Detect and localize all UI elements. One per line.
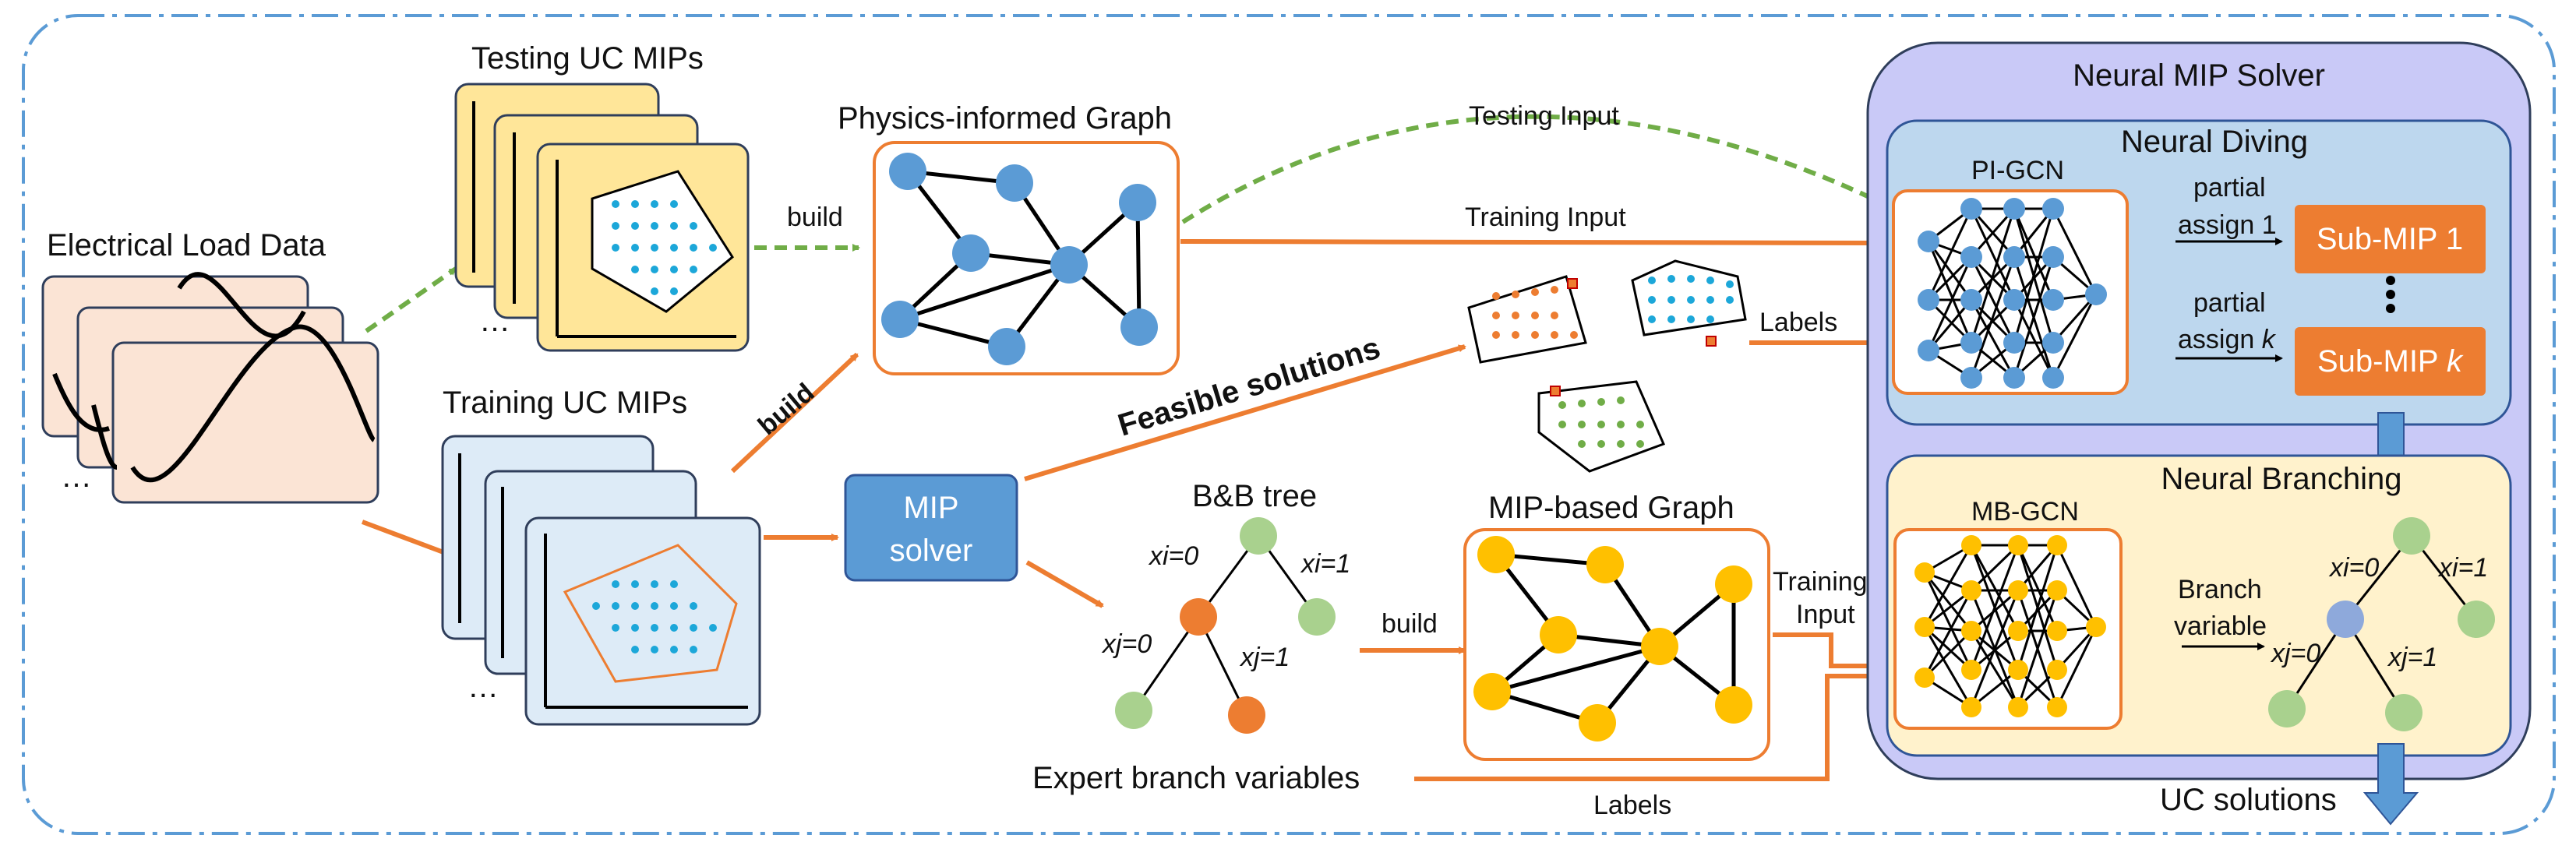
branch-tree-xj0: xj=0: [2270, 639, 2320, 668]
pigcn-network: [1918, 198, 2107, 389]
neural-branching-title: Neural Branching: [2161, 462, 2401, 496]
partial-label-k: partial: [2193, 288, 2266, 318]
edge-build-label: build: [787, 203, 843, 232]
pigcn-label: PI-GCN: [1971, 156, 2064, 185]
mip-solver-box: MIP solver: [844, 474, 1018, 582]
edge-build-rotated-label: build: [753, 378, 820, 441]
down-arrow-uc-solutions: [2363, 743, 2419, 826]
arrow-feasible-solutions: [1024, 344, 1466, 481]
tree-label-xj1: xj=1: [1239, 643, 1290, 672]
arrow-testing-input: [1181, 114, 1886, 224]
mbgcn-network: [1914, 535, 2106, 717]
training-uc-label: Training UC MIPs: [443, 386, 687, 420]
electrical-load-stack: [41, 272, 379, 504]
mip-solver-line1: MIP: [903, 491, 958, 525]
branch-tree-xi0: xi=0: [2328, 553, 2379, 583]
submip-k-box: Sub-MIP k: [2295, 327, 2486, 396]
arrow-expert-branch: [1414, 672, 1886, 781]
testing-uc-stack: [454, 83, 750, 352]
arrow-load-to-testing: [365, 266, 457, 333]
uc-solutions-label: UC solutions: [2160, 783, 2337, 817]
load-curve-front: [130, 324, 376, 483]
edge-expert-branch-label: Expert branch variables: [1032, 761, 1360, 795]
mip-graph-box: [1463, 528, 1770, 761]
mip-solver-line2: solver: [890, 534, 973, 568]
tree-label-xi0: xi=0: [1148, 541, 1198, 571]
arrow-load-to-training: [361, 520, 457, 559]
branch-tree-xj1: xj=1: [2387, 643, 2437, 672]
outer-frame: [22, 14, 2556, 835]
testing-uc-label: Testing UC MIPs: [471, 41, 704, 76]
assign-k-label: assign k: [2178, 325, 2277, 354]
load-ellipsis: …: [61, 460, 92, 494]
branch-tree-xi1: xi=1: [2437, 553, 2488, 583]
neural-diving-title: Neural Diving: [2121, 125, 2308, 159]
submip-1-label: Sub-MIP 1: [2317, 222, 2463, 256]
branch-label-1: Branch: [2178, 575, 2262, 604]
edge-testing-input-label: Testing Input: [1469, 101, 1619, 131]
submip-1-box: Sub-MIP 1: [2295, 205, 2486, 273]
testing-ellipsis: …: [479, 304, 510, 338]
assign-1-label: assign 1: [2178, 210, 2277, 240]
edge-labels-top: Labels: [1759, 308, 1837, 337]
edge-training-input-bottom-l1: Training: [1773, 567, 1868, 597]
bb-tree-label: B&B tree: [1192, 479, 1317, 513]
physics-graph-label: Physics-informed Graph: [838, 101, 1172, 136]
tree-label-xj0: xj=0: [1101, 629, 1152, 659]
electrical-load-label: Electrical Load Data: [47, 228, 326, 262]
tree-label-xi1: xi=1: [1300, 549, 1350, 579]
arrow-training-to-physics-graph: [730, 352, 859, 474]
branch-label-2: variable: [2174, 611, 2267, 641]
mbgcn-label: MB-GCN: [1971, 497, 2079, 527]
edge-training-input-label: Training Input: [1465, 203, 1626, 232]
branching-tree: [2268, 517, 2495, 731]
edge-build-tree-label: build: [1382, 609, 1438, 639]
neural-solver-title: Neural MIP Solver: [2073, 58, 2325, 93]
training-ellipsis: …: [468, 670, 499, 704]
physics-graph-box: [873, 141, 1180, 375]
partial-label-1: partial: [2193, 173, 2266, 203]
edge-training-input-bottom-l2: Input: [1796, 600, 1855, 629]
vertical-ellipsis: [2386, 276, 2395, 313]
edge-labels-bottom: Labels: [1593, 791, 1671, 820]
arrow-training-input-bottom: [1773, 632, 1886, 670]
arrow-solver-to-bbtree: [1025, 560, 1104, 608]
training-uc-stack: [441, 435, 761, 726]
mip-graph-label: MIP-based Graph: [1488, 491, 1734, 525]
feasible-solution-polytopes: [1467, 259, 1747, 473]
submip-k-label: Sub-MIP k: [2317, 344, 2464, 379]
bb-tree: [1115, 517, 1336, 734]
arrow-training-input: [1180, 238, 1887, 247]
